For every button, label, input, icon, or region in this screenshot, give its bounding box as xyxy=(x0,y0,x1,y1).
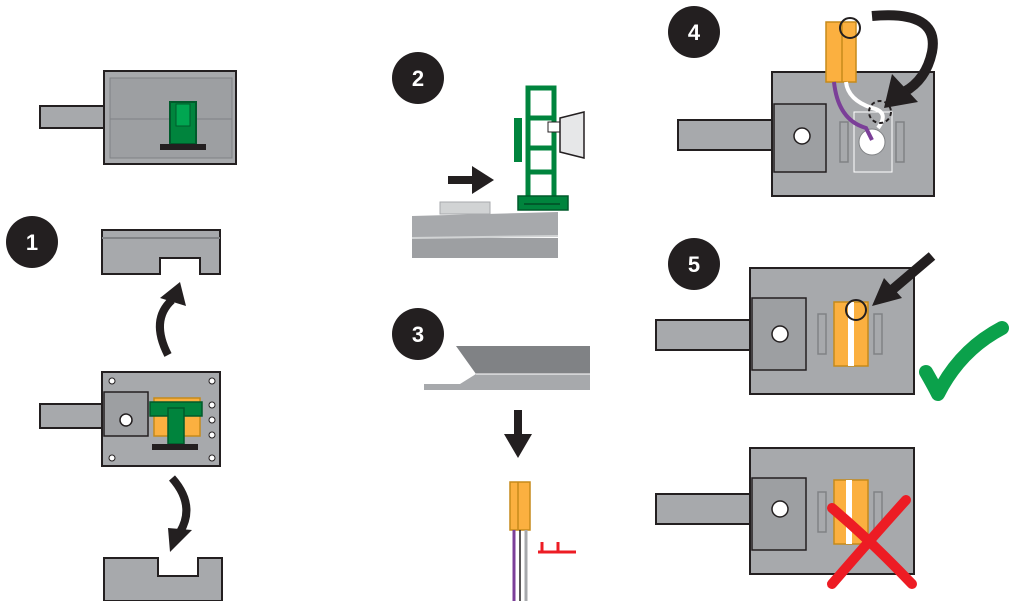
step-4-number: 4 xyxy=(688,20,701,45)
assembled-housing-top xyxy=(40,71,236,164)
open-housing-middle xyxy=(40,372,220,466)
step-5-number: 5 xyxy=(688,252,700,277)
top-cover-piece xyxy=(102,230,220,274)
bottom-cover-piece xyxy=(104,558,222,601)
step-2-badge: 2 xyxy=(392,52,444,104)
straight-arrow-icon xyxy=(448,166,494,194)
step-4-badge: 4 xyxy=(668,6,720,58)
curved-arrow-icon xyxy=(168,478,192,552)
step-2-number: 2 xyxy=(412,66,424,91)
step-3-number: 3 xyxy=(412,322,424,347)
cable-wedge xyxy=(424,346,590,390)
step-1-number: 1 xyxy=(26,230,38,255)
incorrect-housing xyxy=(656,448,914,574)
curved-arrow-icon xyxy=(160,282,186,355)
step-5-badge: 5 xyxy=(668,238,720,290)
green-clip-side-view xyxy=(514,88,584,210)
wire-connector xyxy=(510,482,576,601)
step-3-badge: 3 xyxy=(392,308,444,360)
checkmark-icon xyxy=(926,328,1002,394)
step-1-badge: 1 xyxy=(6,216,58,268)
straight-arrow-icon xyxy=(504,410,532,458)
